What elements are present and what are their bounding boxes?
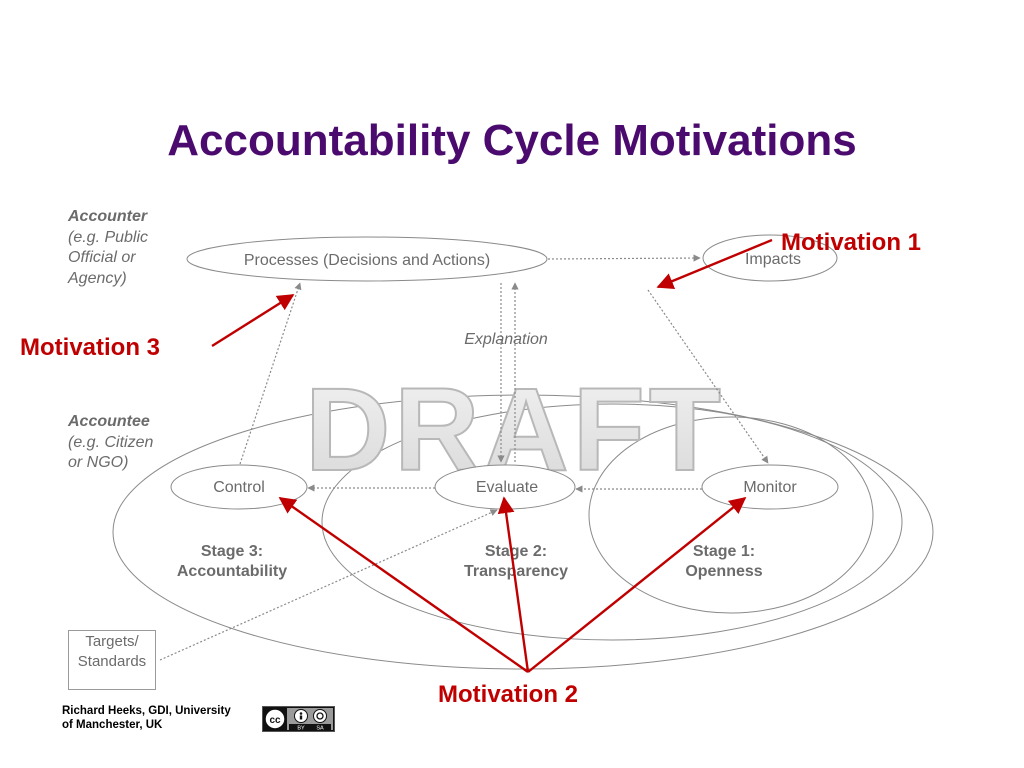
creative-commons-badge: cc BY SA: [262, 706, 335, 732]
stage3-label-line1: Stage 3:: [201, 543, 263, 560]
stage3-label-line2: Accountability: [177, 563, 287, 580]
accountee-line-2: or NGO): [68, 454, 129, 471]
control-label: Control: [213, 479, 265, 496]
impacts-label: Impacts: [745, 251, 801, 268]
stage2-label-line1: Stage 2:: [485, 543, 547, 560]
impacts-to-monitor-connector: [647, 289, 769, 464]
accounter-heading: Accounter: [68, 208, 148, 225]
stage2-label-line2: Transparency: [464, 563, 568, 580]
motivation-2-label: Motivation 2: [438, 681, 579, 708]
explanation-label: Explanation: [464, 331, 548, 348]
share-alike-icon: [313, 709, 327, 723]
svg-text:cc: cc: [269, 715, 281, 726]
accounter-line-1: (e.g. Public: [68, 228, 149, 246]
stage1-label-line1: Stage 1:: [693, 543, 755, 560]
targets-line-1: Targets/: [85, 633, 139, 650]
stage2-ellipse: [321, 403, 903, 641]
processes-to-impacts-connector: [547, 254, 701, 262]
motivation-3-label: Motivation 3: [20, 334, 161, 361]
motivation-1-label: Motivation 1: [781, 229, 922, 256]
credit-line-2: of Manchester, UK: [62, 719, 163, 731]
stage1-ellipse: [588, 416, 874, 614]
control-ellipse: [170, 464, 308, 510]
processes-label: Processes (Decisions and Actions): [244, 252, 490, 269]
motivation2-arrow-control: [278, 497, 529, 673]
accountee-heading: Accountee: [68, 413, 150, 430]
motivation3-arrow: [211, 293, 295, 348]
accountee-label: Accountee (e.g. Citizen or NGO): [68, 412, 153, 474]
evaluate-label: Evaluate: [476, 479, 538, 496]
svg-text:BY: BY: [297, 726, 305, 732]
accounter-line-3: Agency): [68, 269, 127, 287]
processes-ellipse: [186, 236, 548, 282]
targets-standards-box: Targets/ Standards: [68, 630, 156, 690]
accounter-label: Accounter (e.g. Public Official or Agenc…: [68, 207, 148, 289]
monitor-label: Monitor: [743, 479, 797, 496]
svg-text:SA: SA: [316, 726, 324, 732]
motivation2-arrow-evaluate: [497, 496, 530, 673]
stage1-label-line2: Openness: [685, 563, 762, 580]
page-title: Accountability Cycle Motivations: [167, 116, 857, 165]
cc-logo-icon: [264, 708, 286, 730]
impacts-ellipse: [702, 234, 838, 282]
motivation1-arrow: [656, 238, 773, 290]
targets-to-evaluate-connector: [159, 509, 498, 661]
accountee-line-1: (e.g. Citizen: [68, 433, 154, 451]
credit-line-1: Richard Heeks, GDI, University: [62, 705, 231, 717]
targets-line-2: Standards: [77, 653, 147, 670]
author-credit: Richard Heeks, GDI, University of Manche…: [62, 704, 231, 732]
cc-badge-svg: cc BY SA: [263, 707, 334, 731]
accounter-line-2: Official or: [68, 249, 136, 266]
motivation2-arrow-monitor: [527, 496, 747, 673]
